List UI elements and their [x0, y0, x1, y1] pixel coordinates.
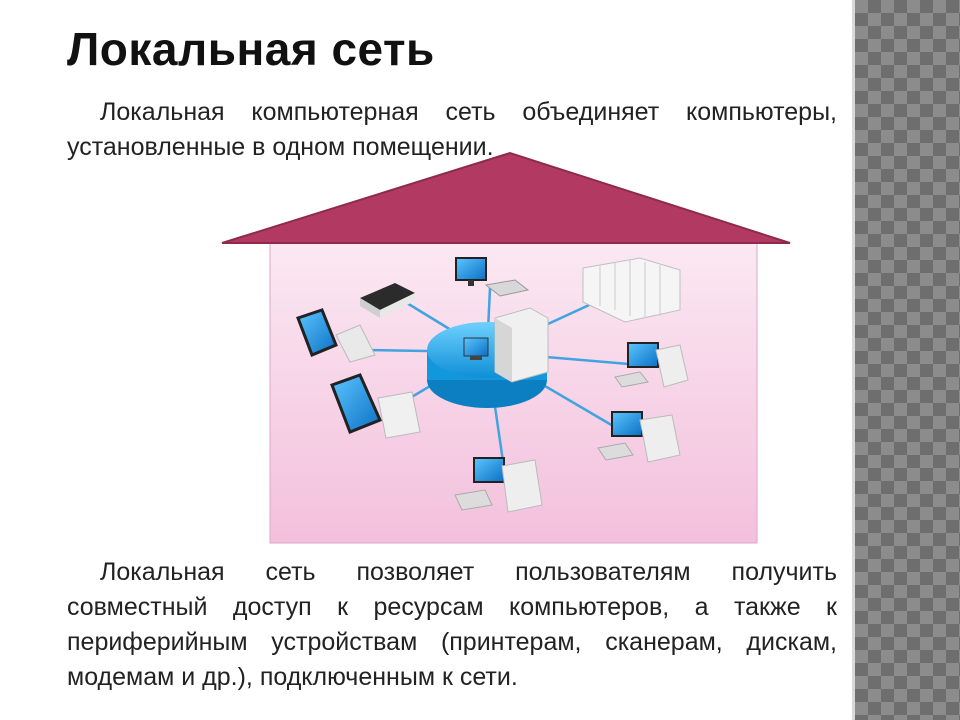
desktop-computer-icon [597, 411, 681, 463]
server-rack-icon [582, 257, 681, 323]
desktop-computer-icon [614, 342, 689, 388]
monitor-icon [455, 257, 530, 297]
slide-title: Локальная сеть [67, 23, 435, 75]
printer-icon [360, 283, 415, 318]
monitor-icon [330, 373, 421, 439]
resources-paragraph: Локальная сеть позволяет пользователям п… [67, 558, 837, 691]
house-roof [221, 151, 791, 244]
desktop-computer-icon [454, 457, 543, 513]
side-border-line [852, 0, 855, 720]
decorative-side-pattern [855, 0, 960, 720]
laptop-icon [296, 308, 376, 363]
intro-paragraph: Локальная компьютерная сеть объединяет к… [67, 98, 837, 161]
server-icon [463, 307, 549, 383]
